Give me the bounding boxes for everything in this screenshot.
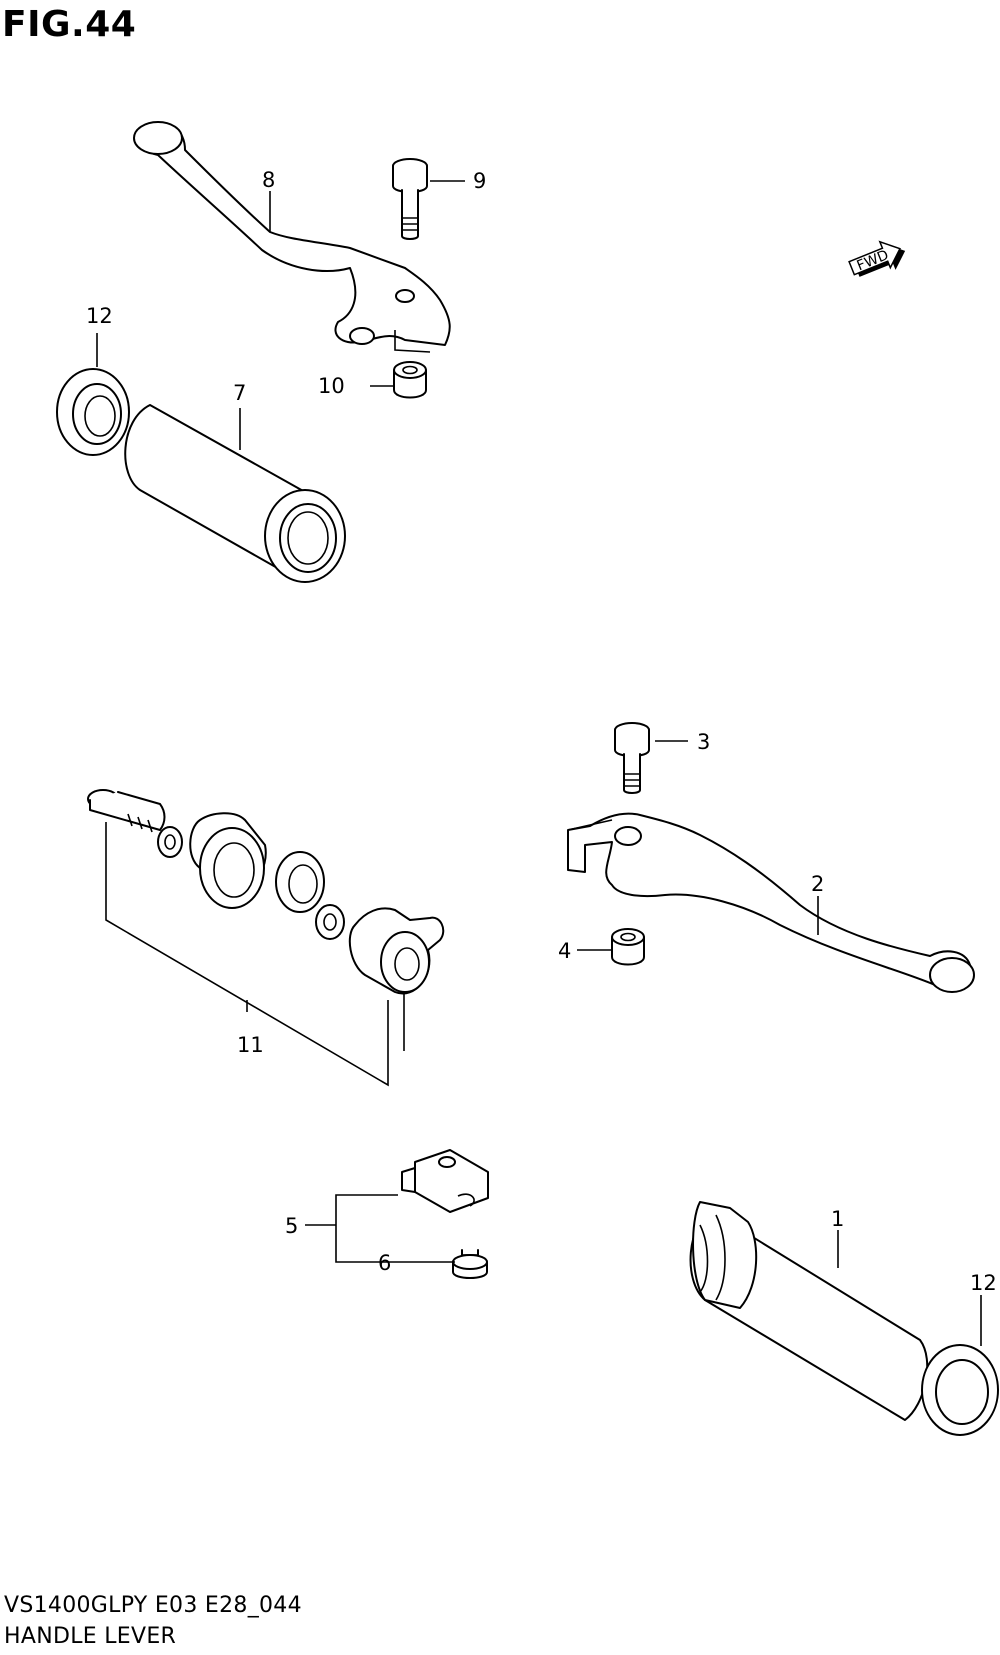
bolt-part-3 [614, 722, 650, 794]
callout-12-top: 12 [86, 304, 113, 328]
leader-lines [96, 180, 982, 1346]
throttle-grip-part [689, 1201, 929, 1421]
callout-9: 9 [473, 169, 486, 193]
callout-7: 7 [233, 381, 246, 405]
callout-3: 3 [697, 730, 710, 754]
fwd-arrow-icon: FWD [848, 240, 906, 277]
pivot-assembly-part [87, 789, 445, 1087]
nut-part-10 [393, 361, 427, 399]
end-cap-part-left [56, 368, 130, 456]
callout-10: 10 [318, 374, 345, 398]
callout-12-bottom: 12 [970, 1271, 997, 1295]
callout-5: 5 [285, 1214, 298, 1238]
figure-title: FIG.44 [2, 4, 137, 45]
callout-labels: 8 9 12 7 10 3 2 4 11 5 6 1 12 [86, 168, 997, 1295]
switch-part [401, 1149, 489, 1213]
callout-8: 8 [262, 168, 275, 192]
callout-6: 6 [378, 1251, 391, 1275]
model-code: VS1400GLPY E03 E28_044 [4, 1593, 302, 1618]
screw-part-6 [452, 1249, 488, 1279]
callout-2: 2 [811, 872, 824, 896]
clutch-lever-part [133, 121, 451, 353]
end-cap-part-right [921, 1344, 999, 1436]
exploded-parts-diagram: 8 9 12 7 10 3 2 4 11 5 6 1 12 FWD [56, 121, 999, 1436]
nut-part-4 [611, 928, 645, 966]
bolt-part-9 [392, 158, 428, 240]
callout-11: 11 [237, 1033, 264, 1057]
callout-bracket-5 [305, 1194, 455, 1263]
callout-4: 4 [558, 939, 571, 963]
brake-lever-part [567, 812, 975, 993]
left-grip-part [124, 404, 346, 583]
section-name: HANDLE LEVER [4, 1624, 177, 1649]
callout-1: 1 [831, 1207, 844, 1231]
